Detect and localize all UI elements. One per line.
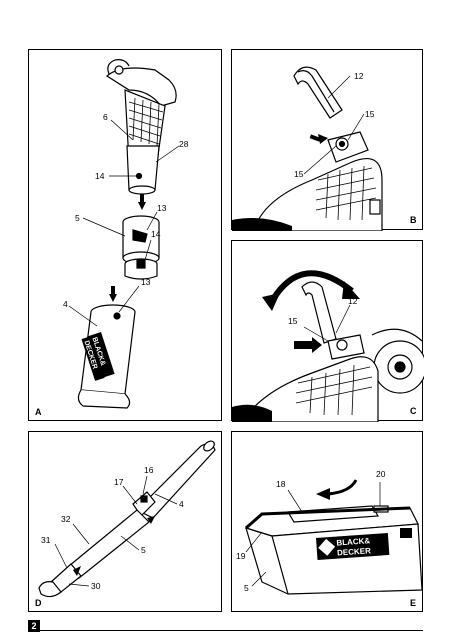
page-number: 2	[28, 620, 40, 632]
callout-a-14-bottom: 14	[151, 229, 161, 239]
callout-c-15: 15	[288, 316, 298, 326]
callout-e-20: 20	[376, 469, 386, 479]
svg-text:DECKER: DECKER	[337, 546, 372, 557]
svg-text:BLACK&: BLACK&	[336, 536, 371, 547]
panel-b-illustration	[232, 66, 383, 231]
callout-e-5: 5	[244, 583, 249, 593]
footer-rule	[28, 630, 423, 631]
callout-a-6: 6	[103, 112, 108, 122]
callout-b-12: 12	[354, 71, 364, 81]
figure-panel-d: 16 17 4 32 5 31 30 D	[28, 431, 222, 612]
callout-a-13-bottom: 13	[141, 277, 151, 287]
panel-e-illustration: BLACK& DECKER	[244, 479, 423, 595]
figure-panel-c: 12 15 C	[231, 240, 424, 422]
callout-b-15-top: 15	[365, 109, 375, 119]
panel-d-label: D	[35, 598, 42, 608]
callout-a-28: 28	[179, 139, 189, 149]
callout-d-30: 30	[91, 581, 101, 591]
panel-b-label: B	[410, 215, 417, 225]
panel-d-illustration	[38, 440, 216, 598]
callout-a-5: 5	[75, 213, 80, 223]
callout-d-4: 4	[179, 499, 184, 509]
callout-a-13-top: 13	[157, 203, 167, 213]
callout-e-19: 19	[236, 551, 246, 561]
panel-e-label: E	[410, 598, 417, 608]
panel-a-label: A	[35, 407, 42, 417]
figure-panel-e: BLACK& DECKER 18 20 19 5 E	[231, 431, 423, 612]
callout-d-17: 17	[114, 477, 124, 487]
callout-c-12: 12	[348, 296, 358, 306]
callout-a-14-top: 14	[95, 171, 105, 181]
panel-c-label: C	[410, 406, 417, 416]
callout-b-15-bottom: 15	[294, 169, 304, 179]
callout-d-32: 32	[61, 514, 71, 524]
callout-d-31: 31	[41, 535, 51, 545]
figure-panel-a: BLACK& DECKER 6 28 14 13 5 14 13 4 A	[28, 49, 222, 421]
panel-a-illustration: BLACK& DECKER	[68, 59, 180, 409]
callout-e-18: 18	[276, 479, 286, 489]
figure-panel-b: 12 15 15 B	[231, 49, 423, 231]
callout-d-5: 5	[141, 545, 146, 555]
callout-a-4: 4	[63, 299, 68, 309]
callout-d-16: 16	[144, 465, 154, 475]
panel-c-illustration	[232, 270, 424, 422]
